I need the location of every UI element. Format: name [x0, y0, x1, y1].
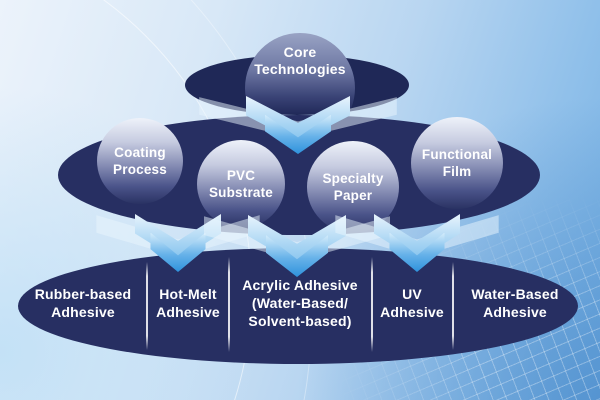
segment-rubber-based-adhesive: Rubber-based Adhesive — [34, 286, 132, 320]
bubble-functional-film: Functional Film — [411, 117, 503, 209]
segment-divider — [228, 257, 230, 352]
segment-divider — [371, 257, 373, 352]
segment-uv-adhesive: UV Adhesive — [380, 286, 444, 320]
chevron-outer — [374, 214, 460, 261]
bubble-coating-process: Coating Process — [97, 118, 183, 204]
segment-water-based-adhesive: Water-Based Adhesive — [471, 286, 559, 320]
segment-divider — [452, 262, 454, 350]
bubble-specialty-paper: Specialty Paper — [307, 141, 399, 233]
chevron-down-icon — [199, 96, 397, 154]
chevron-outer — [246, 96, 350, 143]
segment-hot-melt-adhesive: Hot-Melt Adhesive — [156, 286, 220, 320]
segment-divider — [146, 262, 148, 350]
segment-acrylic-adhesive: Acrylic Adhesive (Water-Based/ Solvent-b… — [242, 277, 358, 329]
tier1-label: Core Technologies — [254, 43, 346, 77]
bubble-pvc-substrate: PVC Substrate — [197, 140, 285, 228]
